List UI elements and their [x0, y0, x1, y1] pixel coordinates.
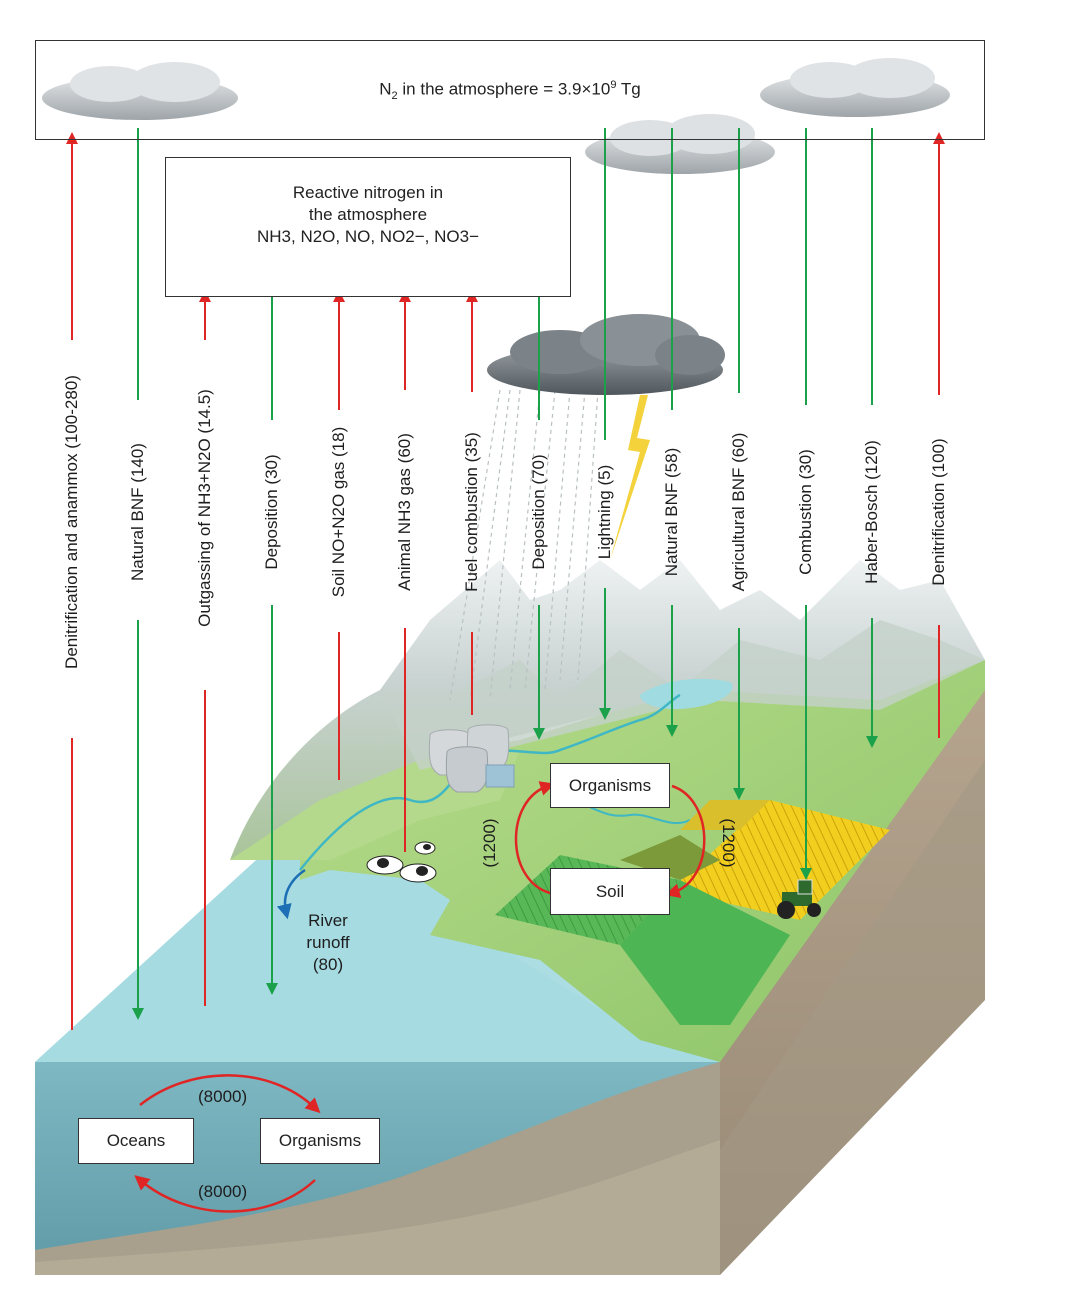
flux-label-2: Natural BNF (140): [128, 443, 147, 581]
cloud-right-icon: [760, 58, 950, 117]
n2-text: in the atmosphere = 3.9×10: [397, 79, 611, 99]
flux-label-9: Lightning (5): [595, 464, 614, 560]
ocean-cycle-bottom-arrow: [134, 1175, 316, 1213]
river-runoff-arrow: [276, 868, 306, 920]
lightning-bolt-icon: [610, 395, 650, 560]
flux-label-14: Denitrification (100): [929, 438, 948, 586]
cloud-center-icon: [585, 114, 775, 174]
reactive-line3: NH3, N2O, NO, NO2−, NO3−: [256, 227, 479, 246]
land-cycle-right-label: (1200): [719, 818, 738, 868]
flux-label-3: Outgassing of NH3+N2O (14.5): [195, 389, 214, 627]
river-line2: runoff: [306, 933, 350, 952]
land-cycle-right-arrow: [664, 784, 706, 898]
land-cycle-left-label: (1200): [480, 818, 499, 868]
flux-label-4: Deposition (30): [262, 454, 281, 570]
tractor-icon: [777, 879, 821, 919]
land-cycle-left-arrow: [514, 781, 556, 895]
n2-subscript: 2: [391, 90, 398, 103]
river-line1: River: [308, 911, 348, 930]
cloud-left-icon: [42, 62, 238, 120]
ocean-cycle-top-label: (8000): [198, 1087, 248, 1106]
block-right-side-lower: [720, 760, 985, 1275]
river-runoff-label: River runoff (80): [298, 910, 358, 976]
flux-label-10: Natural BNF (58): [662, 447, 681, 577]
n2-unit: Tg: [616, 79, 641, 99]
n2-atmosphere-box: N2 in the atmosphere = 3.9×109 Tg: [35, 40, 985, 140]
cows-icon: [366, 841, 437, 883]
land-organisms-box: Organisms: [550, 763, 670, 808]
reactive-line2: the atmosphere: [308, 205, 428, 224]
river-line3: (80): [312, 955, 344, 974]
flux-arrows: [66, 128, 945, 1030]
n2-atmosphere-title: N2 in the atmosphere = 3.9×109 Tg: [36, 79, 984, 102]
flux-label-7: Fuel combustion (35): [462, 432, 481, 592]
reactive-nitrogen-box: Reactive nitrogen in the atmosphere NH3,…: [165, 157, 571, 297]
flux-label-13: Haber-Bosch (120): [862, 440, 881, 584]
mountain-lake: [640, 678, 733, 710]
flux-label-6: Animal NH3 gas (60): [395, 433, 414, 591]
ocean-cycle-bottom-label: (8000): [198, 1182, 248, 1201]
ocean-oceans-box: Oceans: [78, 1118, 194, 1164]
ocean-organisms-box: Organisms: [260, 1118, 380, 1164]
reactive-line1: Reactive nitrogen in: [292, 183, 444, 202]
flux-label-11: Agricultural BNF (60): [729, 432, 748, 592]
rain-lines: [449, 389, 599, 701]
yellow-field: [670, 800, 890, 920]
green-field: [620, 880, 790, 1025]
ocean-cycle-top-arrow: [139, 1074, 321, 1114]
power-plant-icon: [428, 724, 515, 793]
flux-label-5: Soil NO+N2O gas (18): [329, 426, 348, 598]
n2-exponent: 9: [610, 79, 617, 91]
n2-symbol: N: [379, 79, 392, 99]
flux-label-8: Deposition (70): [529, 454, 548, 570]
flux-label-12: Combustion (30): [796, 449, 815, 575]
land-soil-box: Soil: [550, 868, 670, 915]
flux-label-1: Denitrification and anammox (100-280): [62, 375, 81, 669]
